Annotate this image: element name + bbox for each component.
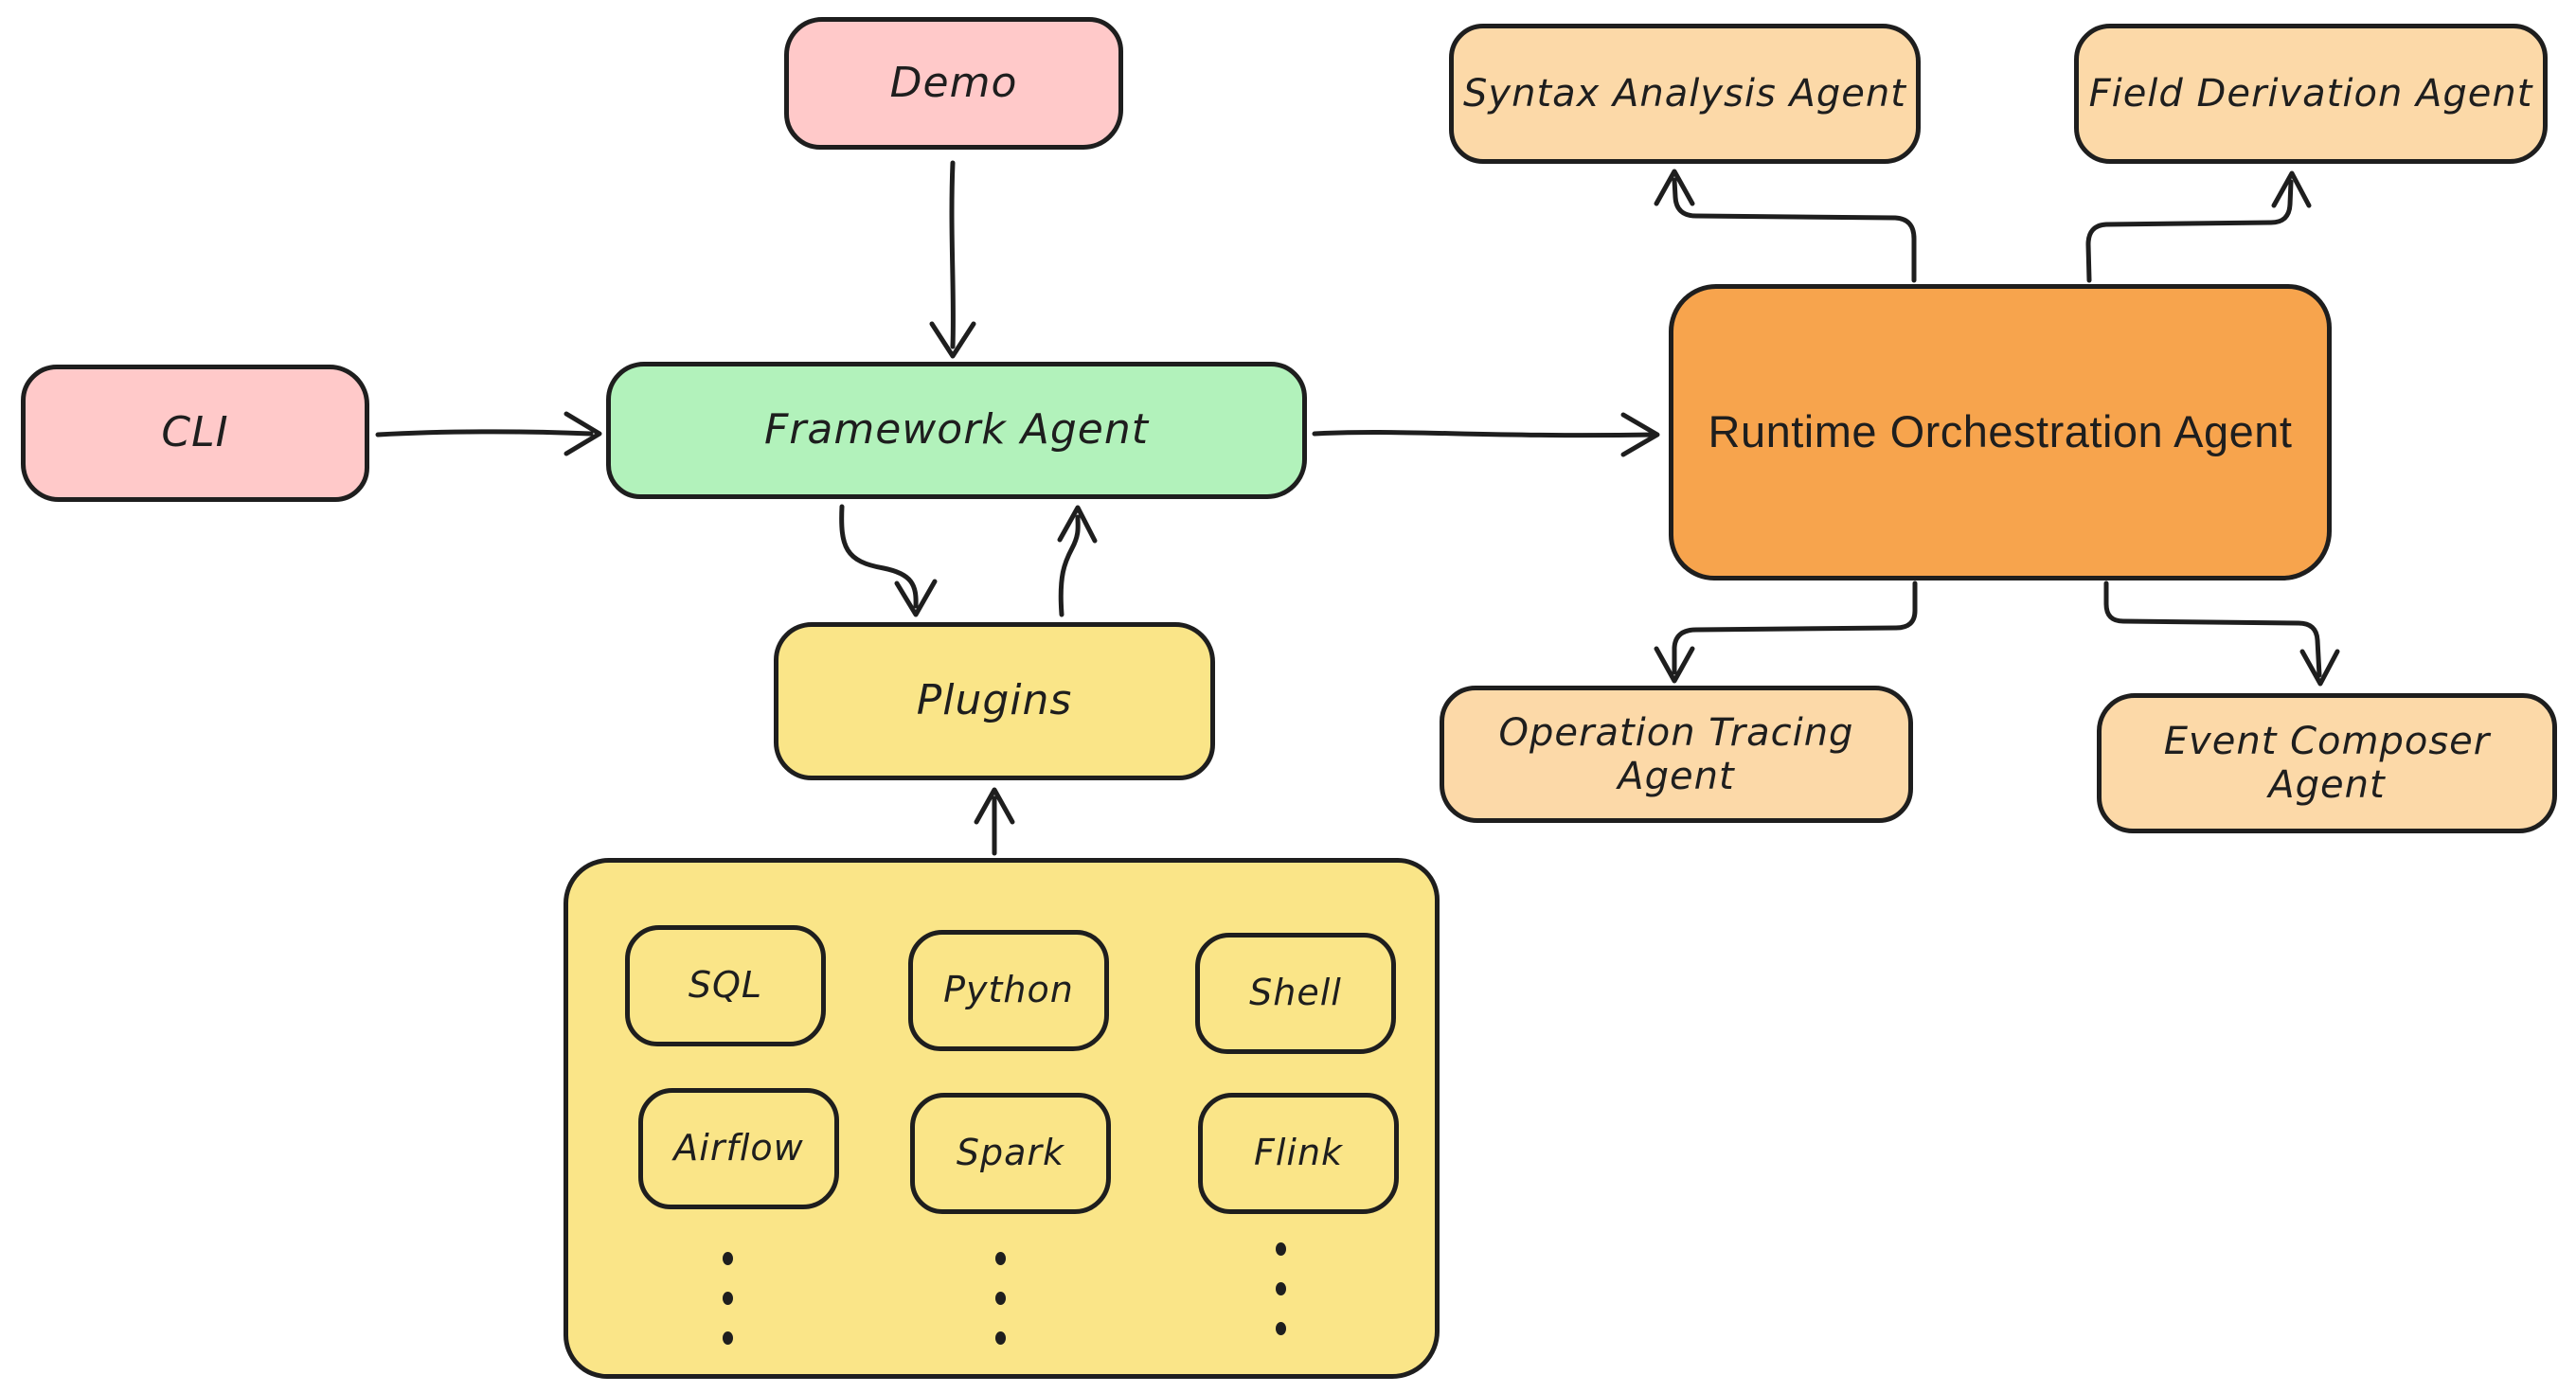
node-framework-agent: Framework Agent [606,362,1307,499]
node-runtime-orchestration-agent: Runtime Orchestration Agent [1669,284,2332,580]
ellipsis-dot [723,1292,733,1305]
arrow-demo-to-framework-agent [929,160,976,359]
arrow-runtime-to-event-composer-agent [2103,580,2340,687]
ellipsis-dot [995,1331,1006,1345]
node-plugin-airflow: Airflow [638,1088,839,1209]
arrow-runtime-to-syntax-analysis-agent [1654,169,1917,283]
node-plugin-spark: Spark [910,1093,1111,1214]
ellipsis-dot [723,1252,733,1265]
arrow-plugins-to-framework-agent [1057,505,1098,617]
arrow-framework-agent-to-plugins [839,504,938,617]
arrow-plugin-library-to-plugins [974,787,1015,856]
node-operation-tracing-agent: Operation Tracing Agent [1440,686,1913,823]
ellipsis-dot [1276,1242,1286,1256]
node-cli: CLI [21,365,369,502]
ellipsis-dot [995,1292,1006,1305]
arrow-runtime-to-field-derivation-agent [2085,170,2312,283]
node-plugin-flink: Flink [1198,1093,1399,1214]
arrow-framework-agent-to-runtime-orchestration-agent [1312,412,1660,457]
arrow-runtime-to-operation-tracing-agent [1654,580,1918,684]
node-plugin-shell: Shell [1195,933,1396,1054]
ellipsis-dot [1276,1322,1286,1335]
arrow-cli-to-framework-agent [375,411,602,456]
ellipsis-dot [723,1331,733,1345]
node-field-derivation-agent: Field Derivation Agent [2074,24,2548,164]
node-plugin-python: Python [908,930,1109,1051]
ellipsis-dot [1276,1282,1286,1295]
node-plugin-sql: SQL [625,925,826,1046]
node-plugins: Plugins [774,622,1215,780]
ellipsis-dot [995,1252,1006,1265]
node-syntax-analysis-agent: Syntax Analysis Agent [1449,24,1921,164]
node-demo: Demo [784,17,1123,150]
node-event-composer-agent: Event Composer Agent [2097,693,2557,833]
